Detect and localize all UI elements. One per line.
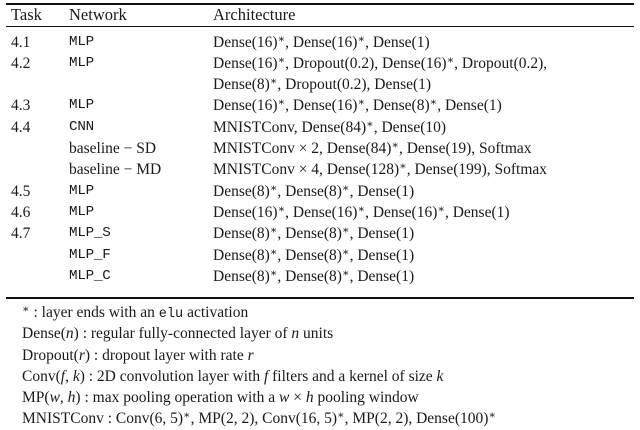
legend-line: ∗ : layer ends with an elu activation xyxy=(22,303,249,322)
cell-network: MLP xyxy=(69,97,94,114)
cell-architecture: Dense(8)∗, Dense(8)∗, Dense(1) xyxy=(213,267,415,285)
cell-task: 4.6 xyxy=(11,203,31,221)
table-row: baseline − MD MNISTConv × 4, Dense(128)∗,… xyxy=(0,159,640,180)
table-row: 4.4 CNN MNISTConv, Dense(84)∗, Dense(10) xyxy=(0,117,640,138)
cell-task: 4.2 xyxy=(11,54,31,72)
cell-architecture: Dense(8)∗, Dense(8)∗, Dense(1) xyxy=(213,181,415,200)
legend-line: MNISTConv : Conv(6, 5)∗, MP(2, 2), Conv(… xyxy=(22,409,497,428)
cell-task: 4.7 xyxy=(11,225,31,243)
cell-task: 4.4 xyxy=(11,118,31,136)
cell-network: MLP xyxy=(69,54,94,71)
column-header-architecture: Architecture xyxy=(213,5,296,24)
table-row: 4.2 MLP Dense(16)∗, Dropout(0.2), Dense(16… xyxy=(0,53,640,74)
cell-network: MLP xyxy=(69,182,94,199)
cell-architecture: Dense(16)∗, Dense(16)∗, Dense(1) xyxy=(213,32,430,51)
table-row: 4.7 MLP_S Dense(8)∗, Dense(8)∗, Dense(1) xyxy=(0,223,640,244)
cell-network: MLP_C xyxy=(69,267,111,284)
table-row: 4.3 MLP Dense(16)∗, Dense(16)∗, Dense(8)∗,… xyxy=(0,95,640,116)
cell-architecture: Dense(8)∗, Dense(8)∗, Dense(1) xyxy=(213,224,415,243)
cell-architecture: Dense(16)∗, Dense(16)∗, Dense(8)∗, Dense… xyxy=(213,96,502,115)
table-row: MLP_C Dense(8)∗, Dense(8)∗, Dense(1) xyxy=(0,266,640,287)
table-row: MLP_F Dense(8)∗, Dense(8)∗, Dense(1) xyxy=(0,245,640,266)
cell-network: baseline − SD xyxy=(69,140,157,157)
cell-network: MLP xyxy=(69,203,94,220)
cell-architecture: MNISTConv, Dense(84)∗, Dense(10) xyxy=(213,118,447,136)
cell-network: MLP_F xyxy=(69,246,111,263)
legend-line: Dense(n) : regular fully-connected layer… xyxy=(22,325,334,343)
table-row: Dense(8)∗, Dropout(0.2), Dense(1) xyxy=(0,74,640,95)
table-header-rule xyxy=(6,26,634,28)
cell-task: 4.1 xyxy=(11,33,31,51)
cell-task: 4.3 xyxy=(11,97,31,115)
table-bottom-rule xyxy=(6,297,634,299)
cell-architecture: Dense(16)∗, Dense(16)∗, Dense(16)∗, Dens… xyxy=(213,203,510,221)
table-header-row: Task Network Architecture xyxy=(0,4,640,26)
cell-architecture: Dense(16)∗, Dropout(0.2), Dense(16)∗, Dr… xyxy=(213,54,548,72)
table-row: baseline − SD MNISTConv × 2, Dense(84)∗, … xyxy=(0,138,640,159)
legend-line: MP(w, h) : max pooling operation with a … xyxy=(22,389,419,407)
cell-architecture: Dense(8)∗, Dropout(0.2), Dense(1) xyxy=(213,75,432,94)
cell-architecture: MNISTConv × 2, Dense(84)∗, Dense(19), So… xyxy=(213,139,532,157)
cell-network: MLP_S xyxy=(69,225,111,242)
cell-task: 4.5 xyxy=(11,182,31,200)
cell-network: baseline − MD xyxy=(69,161,162,179)
cell-network: CNN xyxy=(69,118,94,135)
cell-network: MLP xyxy=(69,33,94,50)
column-header-network: Network xyxy=(69,5,127,24)
cell-architecture: MNISTConv × 4, Dense(128)∗, Dense(199), … xyxy=(213,160,548,179)
table-row: 4.5 MLP Dense(8)∗, Dense(8)∗, Dense(1) xyxy=(0,181,640,202)
legend-line: Dropout(r) : dropout layer with rate r xyxy=(22,346,254,364)
legend-line: Conv(f, k) : 2D convolution layer with f… xyxy=(22,367,444,385)
cell-architecture: Dense(8)∗, Dense(8)∗, Dense(1) xyxy=(213,245,415,264)
table-row: 4.6 MLP Dense(16)∗, Dense(16)∗, Dense(16)∗… xyxy=(0,202,640,223)
column-header-task: Task xyxy=(11,5,42,24)
table-row: 4.1 MLP Dense(16)∗, Dense(16)∗, Dense(1) xyxy=(0,32,640,53)
table-top-rule xyxy=(6,3,634,6)
